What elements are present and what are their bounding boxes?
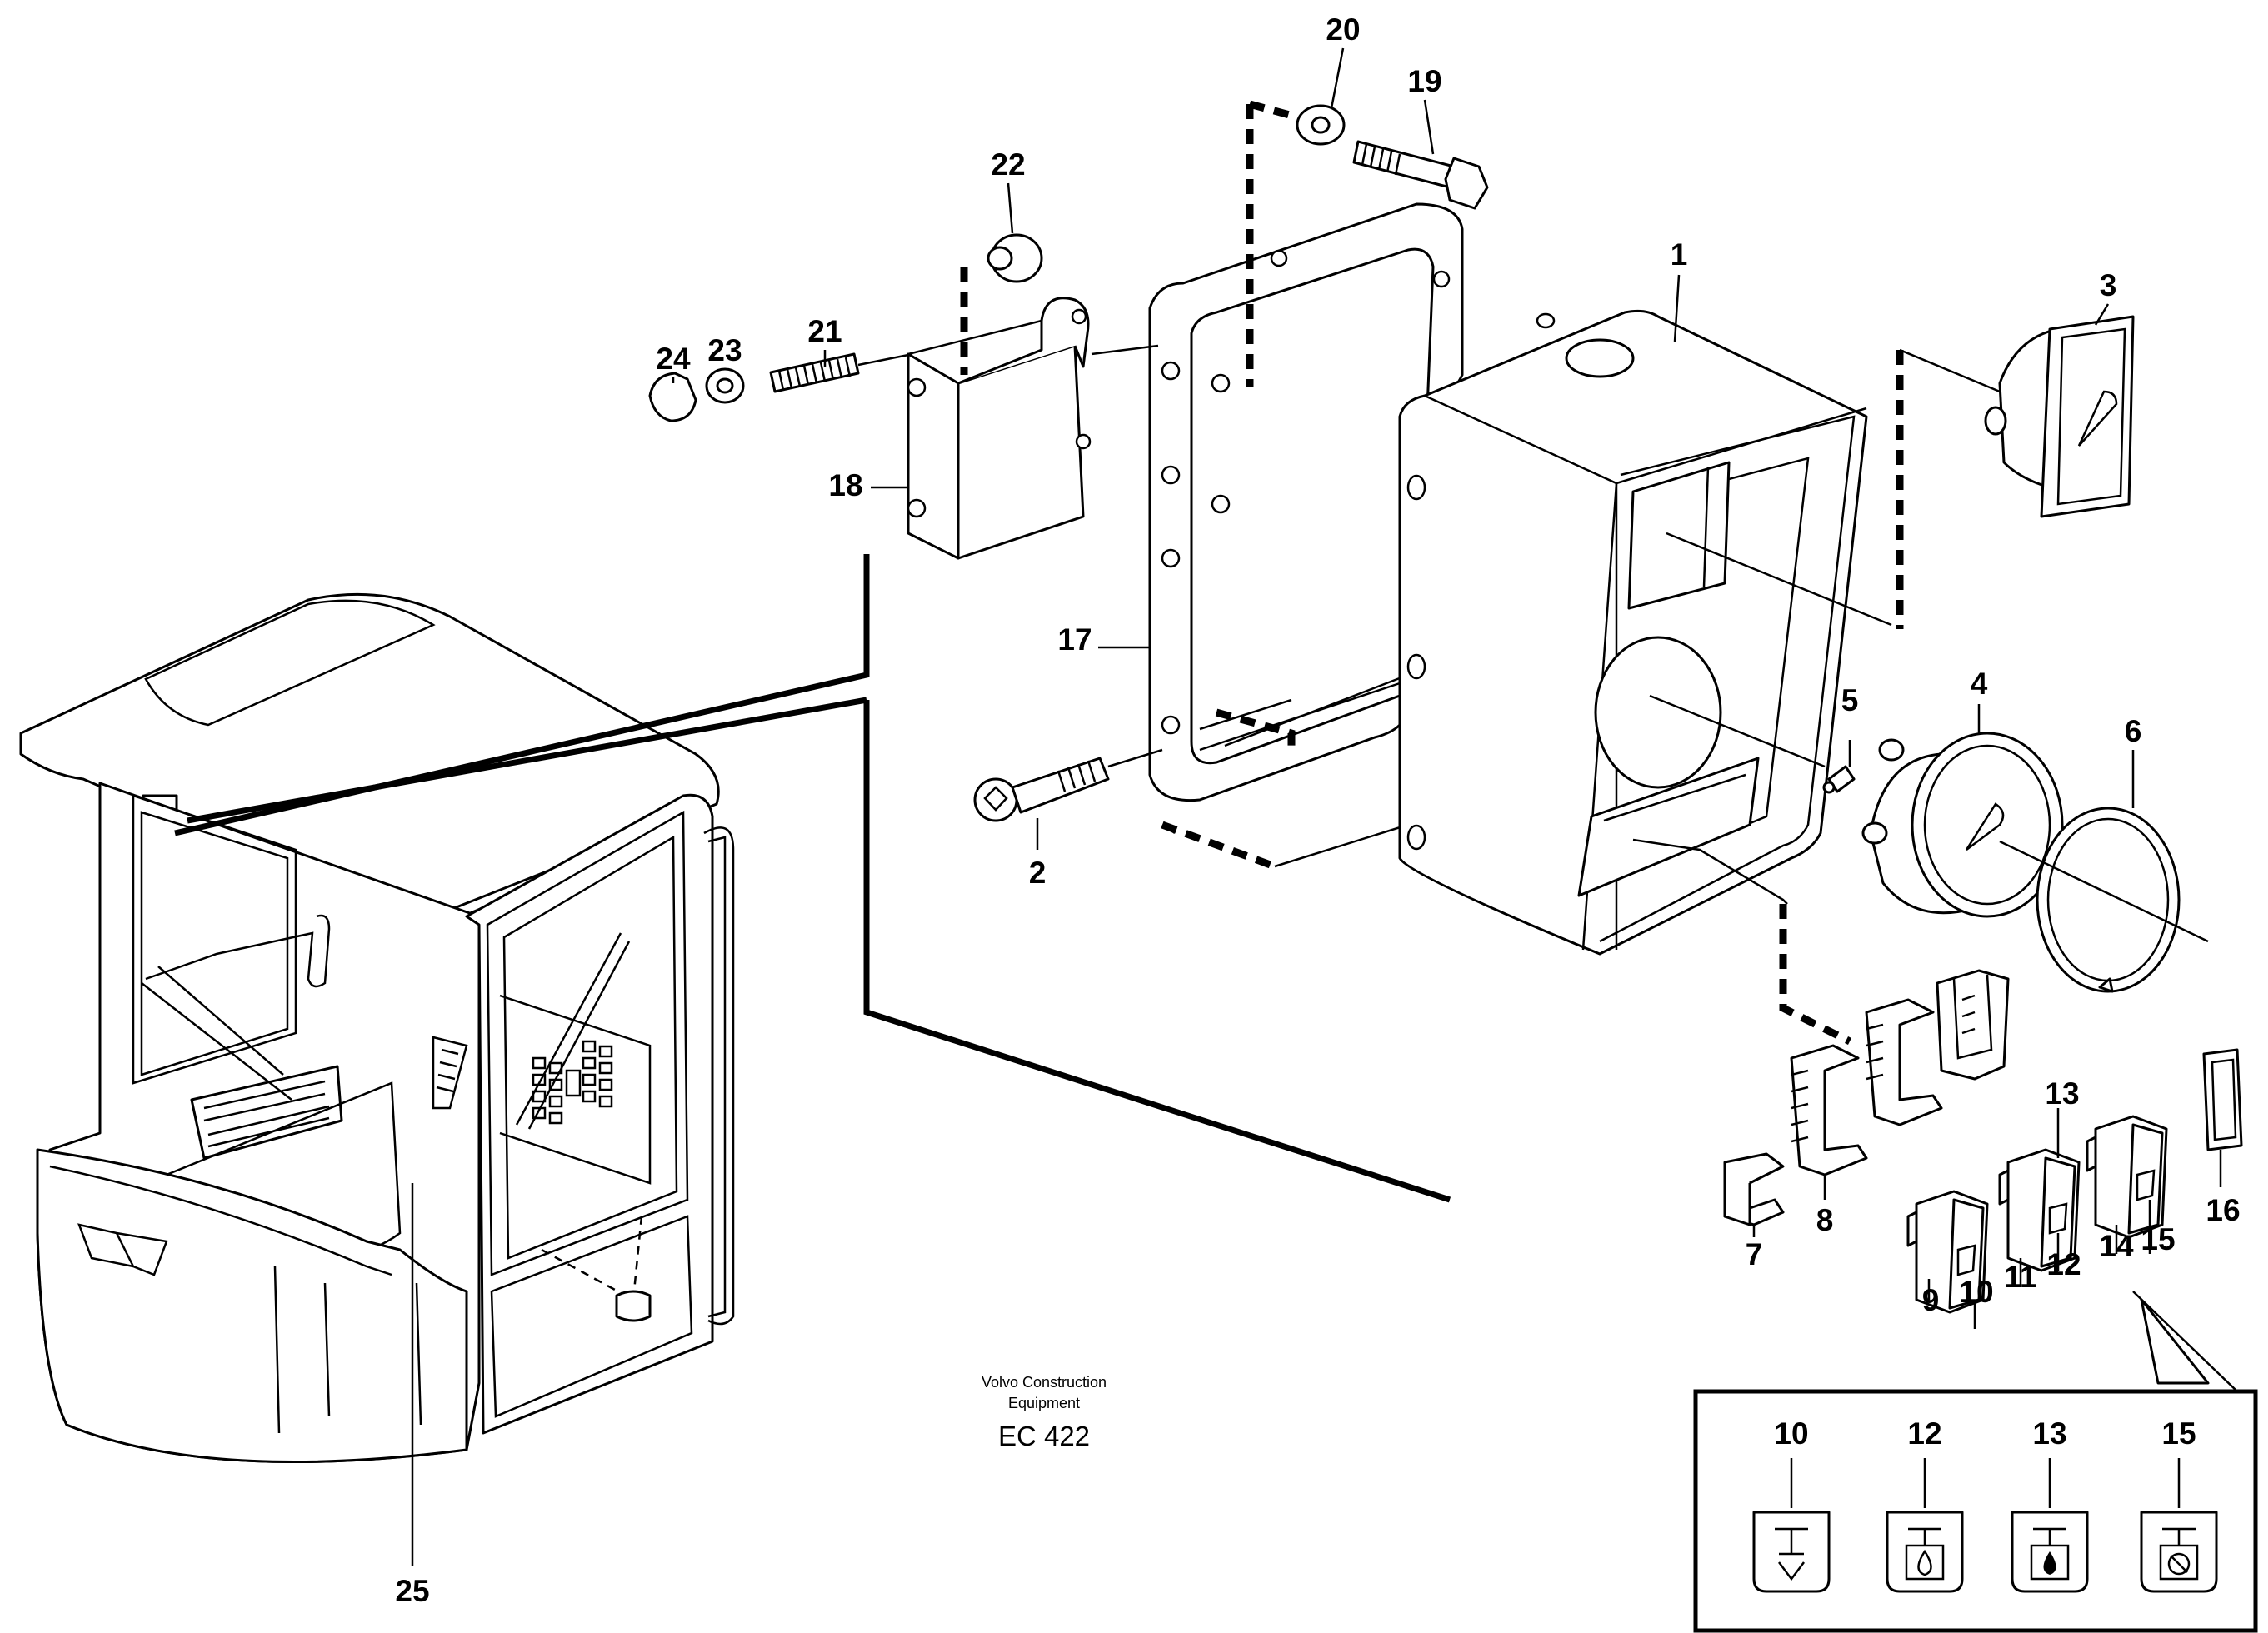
detail-label-12: 12 bbox=[1907, 1416, 1941, 1451]
caption-line2: Equipment bbox=[1008, 1395, 1080, 1411]
part-labels: 1 2 3 4 5 6 7 8 9 10 11 12 13 14 15 16 1… bbox=[395, 12, 2240, 1608]
assembly-line-lower-left bbox=[1215, 708, 1296, 754]
symbol-13-icon bbox=[2011, 1458, 2089, 1593]
bracket-18 bbox=[907, 297, 1092, 560]
symbol-10-icon bbox=[1752, 1458, 1831, 1593]
part-label-20: 20 bbox=[1326, 12, 1360, 47]
detail-box: 10 12 13 15 bbox=[1693, 1389, 2258, 1633]
detail-label-15: 15 bbox=[2161, 1416, 2196, 1451]
rubber-mount-22 bbox=[987, 233, 1043, 283]
part-label-13: 13 bbox=[2045, 1076, 2079, 1111]
ring-6 bbox=[2036, 807, 2181, 993]
part-label-18: 18 bbox=[828, 468, 862, 502]
callout-line-middle bbox=[187, 697, 867, 824]
symbol-15-icon bbox=[2140, 1458, 2218, 1593]
part-label-12: 12 bbox=[2046, 1247, 2081, 1281]
part-label-2: 2 bbox=[1029, 856, 1047, 890]
part-label-25: 25 bbox=[395, 1574, 429, 1608]
switch-leaders bbox=[1752, 1108, 2222, 1329]
detail-label-10: 10 bbox=[1774, 1416, 1808, 1451]
round-gauge-4 bbox=[1861, 732, 2064, 918]
caption-line1: Volvo Construction bbox=[982, 1374, 1107, 1391]
part-label-7: 7 bbox=[1746, 1237, 1763, 1271]
part-label-5: 5 bbox=[1841, 683, 1859, 717]
assembly-line-lower bbox=[1161, 821, 1276, 871]
frame-17 bbox=[1148, 202, 1464, 802]
switch-parts bbox=[1723, 969, 2243, 1314]
washer-20 bbox=[1296, 104, 1346, 146]
part-label-21: 21 bbox=[807, 314, 842, 348]
assembly-line-switches bbox=[1779, 904, 1852, 1046]
bulb-5 bbox=[1822, 765, 1856, 794]
stud-21 bbox=[769, 352, 860, 393]
part-label-16: 16 bbox=[2206, 1193, 2240, 1227]
part-label-23: 23 bbox=[707, 333, 742, 367]
part-label-17: 17 bbox=[1057, 622, 1092, 657]
part-label-14: 14 bbox=[2099, 1229, 2134, 1263]
bolt-19 bbox=[1352, 140, 1489, 210]
screw-2 bbox=[973, 757, 1110, 822]
part-label-8: 8 bbox=[1816, 1203, 1834, 1237]
part-label-9: 9 bbox=[1922, 1283, 1940, 1317]
part-label-22: 22 bbox=[991, 147, 1025, 182]
detail-label-13: 13 bbox=[2032, 1416, 2066, 1451]
symbol-12-icon bbox=[1886, 1458, 1964, 1593]
part-label-6: 6 bbox=[2125, 714, 2142, 748]
part-label-10: 10 bbox=[1959, 1275, 1993, 1309]
square-gauge-3 bbox=[1984, 315, 2135, 518]
caption-code: EC 422 bbox=[998, 1421, 1090, 1451]
part-label-15: 15 bbox=[2141, 1222, 2175, 1256]
cap-nut-24 bbox=[648, 372, 697, 422]
caption: Volvo Construction Equipment EC 422 bbox=[982, 1374, 1107, 1451]
cab-assembly bbox=[19, 592, 735, 1464]
callout-line-lower bbox=[863, 700, 1451, 1203]
part-label-11: 11 bbox=[2004, 1260, 2036, 1294]
housing-1 bbox=[1398, 309, 1868, 956]
part-label-3: 3 bbox=[2100, 268, 2117, 302]
part-label-19: 19 bbox=[1407, 64, 1441, 98]
nut-23 bbox=[705, 367, 745, 404]
part-label-24: 24 bbox=[656, 342, 691, 376]
part-label-4: 4 bbox=[1971, 667, 1988, 701]
part-label-1: 1 bbox=[1671, 237, 1688, 272]
